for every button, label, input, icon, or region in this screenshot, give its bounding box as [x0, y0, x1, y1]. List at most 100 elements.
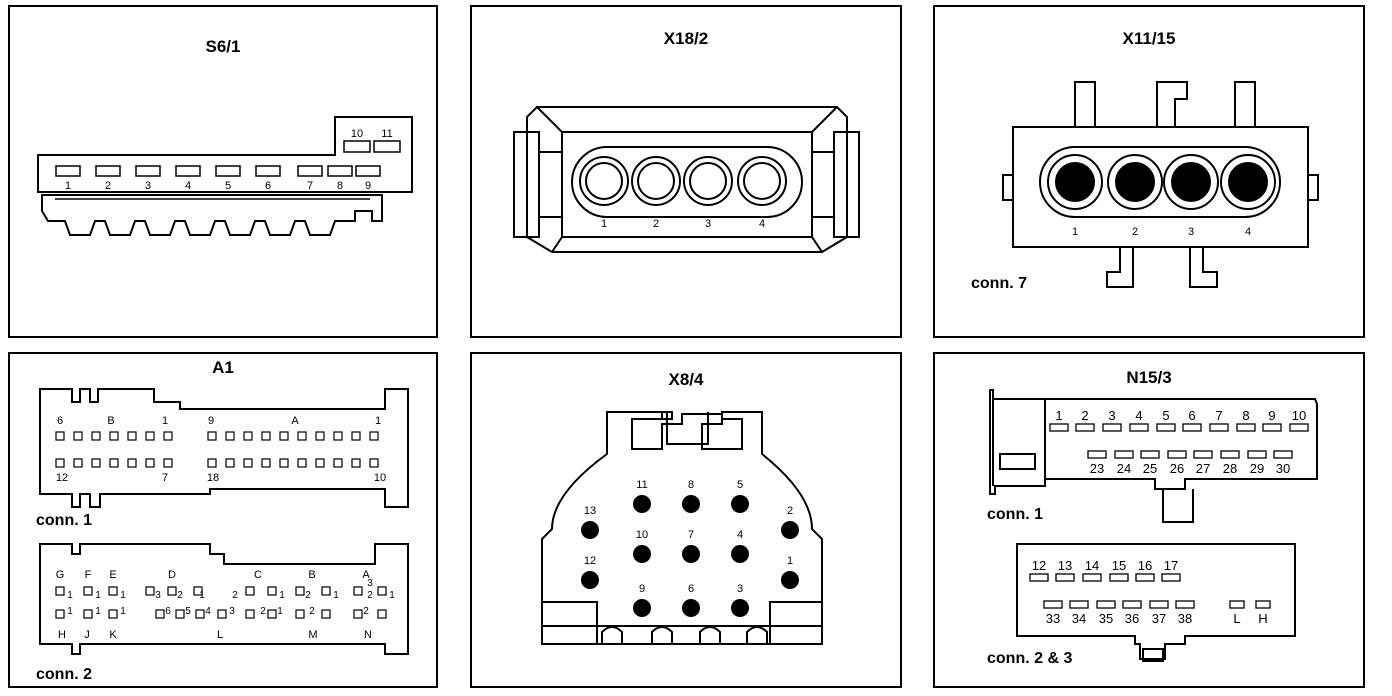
conn-label: conn. 7: [971, 275, 1028, 292]
pin-cavity: [91, 431, 101, 441]
pin-label: 30: [1276, 461, 1290, 476]
panel-title: A1: [212, 358, 234, 377]
pin-label: 8: [1242, 408, 1249, 423]
pin-slot: [1049, 423, 1069, 432]
pin-label: J: [84, 629, 90, 641]
pin-contact: [633, 545, 651, 563]
pin-slot: [1209, 423, 1229, 432]
pin-hole-inner: [585, 162, 623, 200]
pin-label: 18: [207, 472, 219, 484]
pin-cavity: [193, 586, 203, 596]
pin-slot: [1149, 600, 1169, 609]
pin-slot: [1193, 450, 1213, 459]
pin-label: 8: [337, 180, 343, 192]
pin-slot: [1075, 423, 1095, 432]
s6-1-housing: [37, 116, 413, 193]
pin-slot: [255, 165, 281, 177]
pin-cavity: [73, 431, 83, 441]
pin-cavity: [279, 458, 289, 468]
pin-cavity: [109, 431, 119, 441]
pin-slot: [327, 165, 353, 177]
pin-label: 3: [145, 180, 151, 192]
pin-label: 1: [389, 590, 395, 601]
pin-label: 3: [1188, 226, 1194, 238]
pin-label: 3: [155, 590, 161, 601]
pin-cavity: [195, 609, 205, 619]
pin-label: 1: [333, 590, 339, 601]
pin-contact: [731, 599, 749, 617]
pin-slot: [1069, 600, 1089, 609]
pin-label: 25: [1143, 461, 1157, 476]
pin-label: 3: [705, 218, 711, 230]
pin-contact: [1115, 162, 1155, 202]
pin-contact: [1228, 162, 1268, 202]
pin-label: 1: [120, 606, 126, 617]
pin-slot: [1262, 423, 1282, 432]
pin-cavity: [55, 586, 65, 596]
pin-cavity: [127, 458, 137, 468]
pin-cavity: [83, 609, 93, 619]
pin-slot: [1055, 573, 1075, 582]
pin-label: N: [364, 629, 372, 641]
pin-hole-inner: [689, 162, 727, 200]
pin-cavity: [207, 431, 217, 441]
pin-cavity: [295, 586, 305, 596]
pin-label: B: [308, 569, 315, 581]
pin-contact: [682, 495, 700, 513]
pin-cavity: [55, 609, 65, 619]
pin-slot: [1096, 600, 1116, 609]
pin-slot: [1182, 423, 1202, 432]
pin-label: 28: [1223, 461, 1237, 476]
pin-label: 3: [737, 583, 743, 595]
pin-label: 16: [1138, 558, 1152, 573]
pin-label: C: [254, 569, 262, 581]
pin-slot: [1129, 423, 1149, 432]
pin-label: 7: [307, 180, 313, 192]
pin-label: 9: [208, 415, 214, 427]
pin-label: 38: [1178, 611, 1192, 626]
pin-label: 10: [636, 529, 648, 541]
pin-label: D: [168, 569, 176, 581]
pin-contact: [731, 495, 749, 513]
pin-cavity: [155, 609, 165, 619]
pin-label: 6: [165, 606, 171, 617]
pin-label: 1: [277, 606, 283, 617]
pin-slot: [1102, 423, 1122, 432]
pin-label: 10: [1292, 408, 1306, 423]
pin-slot: [1289, 423, 1309, 432]
n15-3-conn1-housing: [989, 389, 1318, 495]
pin-contact: [781, 571, 799, 589]
pin-slot: [1156, 423, 1176, 432]
pin-label: H: [1258, 611, 1267, 626]
pin-slot: [1109, 573, 1129, 582]
pin-cavity: [377, 586, 387, 596]
pin-label: 2: [653, 218, 659, 230]
pin-label: 5: [737, 479, 743, 491]
pin-label: 1: [279, 590, 285, 601]
pin-slot: [1087, 450, 1107, 459]
pin-label: 29: [1250, 461, 1264, 476]
pin-label: 12: [584, 555, 596, 567]
pin-label: B: [107, 415, 114, 427]
pin-label: 12: [56, 472, 68, 484]
pin-cavity: [145, 458, 155, 468]
pin-cavity: [315, 458, 325, 468]
pin-contact: [633, 599, 651, 617]
pin-contact: [1055, 162, 1095, 202]
pin-cavity: [55, 431, 65, 441]
pin-label: L: [1233, 611, 1240, 626]
pin-hole-inner: [743, 162, 781, 200]
panel-title: X8/4: [668, 370, 704, 389]
pin-label: 2: [177, 590, 183, 601]
pin-slot: [1161, 573, 1181, 582]
pin-label: M: [308, 629, 317, 641]
pin-label: 13: [584, 505, 596, 517]
pin-cavity: [279, 431, 289, 441]
pin-contact: [581, 571, 599, 589]
pin-cavity: [217, 609, 227, 619]
pin-slot: [1135, 573, 1155, 582]
s6-1-base: [41, 194, 383, 236]
